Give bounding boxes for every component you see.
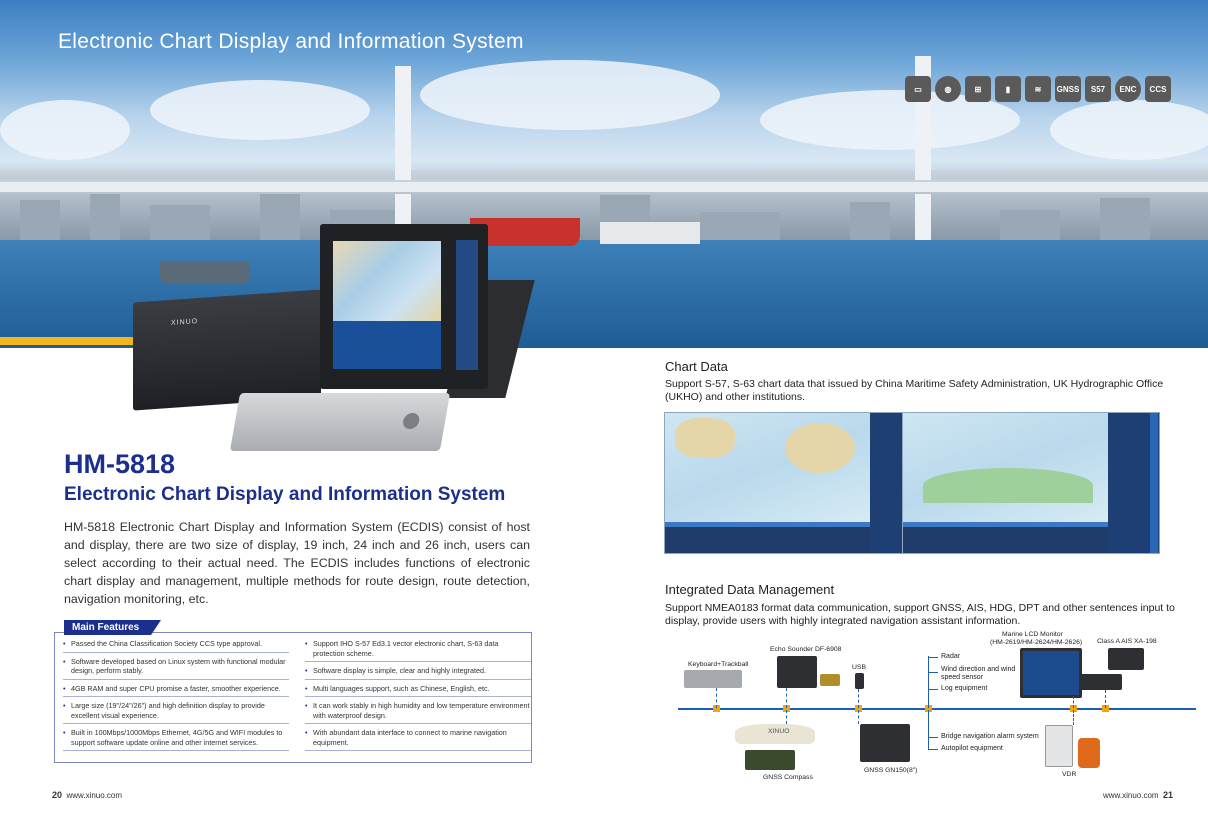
boat	[160, 262, 250, 284]
gnss-display-label: GNSS GN150(8")	[864, 767, 918, 774]
accent-bar	[0, 337, 135, 345]
ais-display-image	[1108, 648, 1144, 670]
features-left-column: Passed the China Classification Society …	[63, 639, 289, 755]
ship	[600, 222, 700, 244]
ecdis-screenshot-1	[664, 412, 922, 554]
echo-sounder-label: Echo Sounder DF-6908	[770, 646, 842, 653]
cloud	[0, 100, 130, 160]
wind-sensor-label: Wind direction and wind speed sensor	[941, 666, 1016, 681]
feature-item: Passed the China Classification Society …	[63, 639, 289, 653]
bus-node	[1102, 705, 1109, 712]
vdr-cabinet-image	[1045, 725, 1073, 767]
radar-label: Radar	[941, 653, 961, 660]
bridge-pylon	[395, 66, 411, 246]
gnss-compass-dome	[735, 724, 815, 744]
globe-icon: ◍	[935, 76, 961, 102]
monitor-screen	[333, 241, 441, 369]
gnss-compass-brand: XINUO	[768, 728, 790, 735]
cloud	[1050, 100, 1208, 160]
chart-data-text: Support S-57, S-63 chart data that issue…	[665, 378, 1164, 403]
footer-url-left[interactable]: www.xinuo.com	[66, 791, 123, 800]
model-name: HM-5818	[64, 449, 176, 479]
keyboard-image	[684, 670, 742, 688]
system-connection-diagram: Keyboard+Trackball Echo Sounder DF-6908 …	[660, 628, 1196, 788]
feature-item: Large size (19"/24"/26") and high defini…	[63, 701, 289, 724]
data-table	[333, 321, 441, 369]
data-bus-line	[678, 708, 1196, 710]
host-brand: XINUO	[171, 318, 199, 327]
integrated-data-text: Support NMEA0183 format data communicati…	[665, 602, 1175, 627]
footer-right: www.xinuo.com 21	[1103, 790, 1173, 800]
wifi-icon: ≋	[1025, 76, 1051, 102]
keyboard-label: Keyboard+Trackball	[688, 661, 749, 668]
ais-transponder-image	[1080, 674, 1122, 690]
monitor-models-label: (HM-2619/HM-2624/HM-2626)	[990, 639, 1083, 646]
feature-icon-row: ▭ ◍ ⊞ ▮ ≋ GNSS S57 ENC CCS	[905, 76, 1171, 102]
usb-label: USB	[852, 664, 866, 671]
bus-node	[783, 705, 790, 712]
gnss-icon: GNSS	[1055, 76, 1081, 102]
bridge-deck	[0, 180, 1208, 194]
ecdis-screenshot-2	[902, 412, 1160, 554]
footer-url-right[interactable]: www.xinuo.com	[1103, 791, 1159, 800]
page-number-right: 21	[1163, 790, 1174, 800]
monitor-image	[1020, 648, 1082, 698]
feature-item: Software display is simple, clear and hi…	[305, 666, 531, 680]
feature-item: With abundant data interface to connect …	[305, 728, 531, 751]
chart-data-title: Chart Data	[665, 359, 728, 374]
network-icon: ⊞	[965, 76, 991, 102]
usb-image	[855, 673, 864, 689]
log-equipment-label: Log equipment	[941, 685, 988, 692]
main-features-tab: Main Features	[64, 620, 162, 635]
bus-node	[855, 705, 862, 712]
integrated-data-title: Integrated Data Management	[665, 582, 835, 597]
vdr-capsule-image	[1078, 738, 1100, 768]
s57-icon: S57	[1085, 76, 1111, 102]
bus-node	[1070, 705, 1077, 712]
main-features-box: Passed the China Classification Society …	[54, 632, 532, 763]
monitor-label: Marine LCD Monitor	[1002, 631, 1063, 638]
echo-sounder-image	[777, 656, 817, 688]
feature-item: Software developed based on Linux system…	[63, 657, 289, 680]
trackball	[401, 413, 421, 429]
side-panel	[456, 240, 478, 370]
product-subtitle: Electronic Chart Display and Information…	[64, 484, 506, 505]
bus-node	[925, 705, 932, 712]
feature-item: It can work stably in high humidity and …	[305, 701, 531, 724]
ccs-icon: CCS	[1145, 76, 1171, 102]
bus-node	[713, 705, 720, 712]
bridge-alarm-label: Bridge navigation alarm system	[941, 733, 1039, 740]
footer-left: 20 www.xinuo.com	[52, 790, 122, 800]
features-right-column: Support IHO S-57 Ed3.1 vector electronic…	[305, 639, 531, 755]
chart-view	[333, 241, 441, 321]
ecdis-monitor	[320, 224, 488, 389]
product-description: HM-5818 Electronic Chart Display and Inf…	[64, 520, 530, 606]
page-title: Electronic Chart Display and Information…	[58, 30, 524, 53]
feature-item: Built in 100Mbps/1000Mbps Ethernet, 4G/5…	[63, 728, 289, 751]
feature-item: Support IHO S-57 Ed3.1 vector electronic…	[305, 639, 531, 662]
page-number-left: 20	[52, 790, 63, 800]
enc-icon: ENC	[1115, 76, 1141, 102]
signal-icon: ▮	[995, 76, 1021, 102]
cloud	[420, 60, 720, 130]
autopilot-label: Autopilot equipment	[941, 745, 1003, 752]
display-icon: ▭	[905, 76, 931, 102]
ais-label: Class A AIS XA-198	[1097, 638, 1157, 645]
transducer-image	[820, 674, 840, 686]
gnss-compass-board	[745, 750, 795, 770]
hero-photo	[0, 0, 1208, 348]
gnss-compass-label: GNSS Compass	[763, 774, 813, 781]
keyboard-trackball	[229, 393, 451, 451]
feature-item: Multi languages support, such as Chinese…	[305, 684, 531, 697]
ship	[470, 218, 580, 246]
cloud	[150, 80, 370, 140]
gnss-display-image	[860, 724, 910, 762]
feature-item: 4GB RAM and super CPU promise a faster, …	[63, 684, 289, 697]
vdr-label: VDR	[1062, 771, 1077, 778]
bridge-pylon	[915, 56, 931, 246]
